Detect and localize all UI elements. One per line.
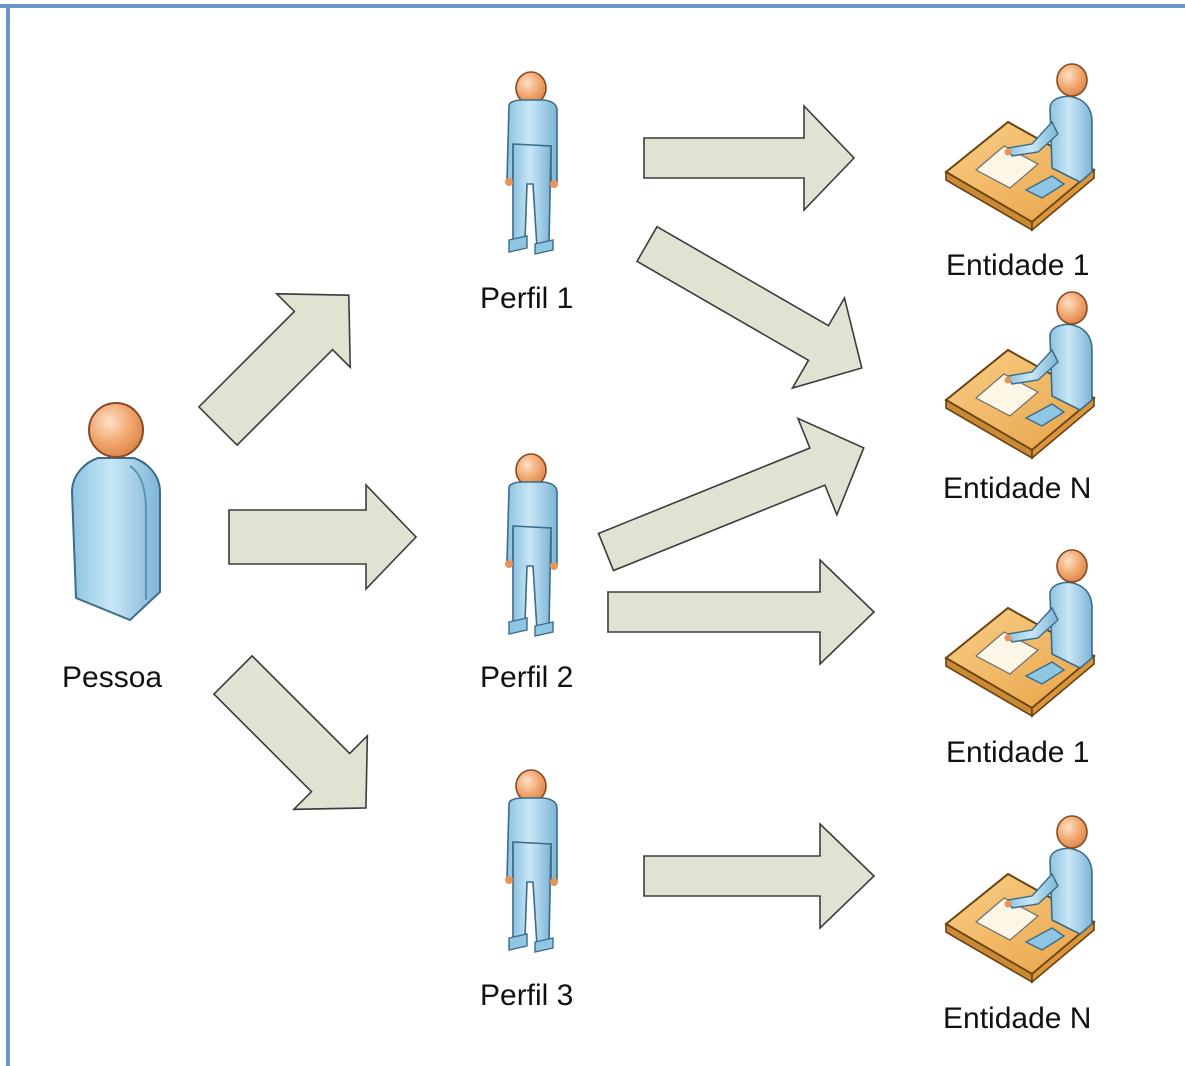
- arrow-pessoa-to-perfil-2: [228, 483, 418, 591]
- node-label-entidade-1: Entidade 1: [946, 249, 1090, 282]
- person-bust-icon: [71, 402, 161, 621]
- person-standing-icon: [504, 769, 559, 953]
- arrow-pessoa-to-perfil-3: [212, 654, 369, 811]
- arrow-perfil-3-to-entidade-n: [643, 822, 876, 930]
- person-standing-icon: [504, 71, 559, 255]
- node-label-perfil-1: Perfil 1: [480, 282, 574, 315]
- node-label-perfil-3: Perfil 3: [480, 979, 574, 1012]
- node-label-perfil-2: Perfil 2: [480, 661, 574, 694]
- person-at-desk-icon: [945, 815, 1095, 983]
- node-label-entidade-n: Entidade N: [943, 1002, 1092, 1035]
- arrow-perfil-1-to-entidade-n: [635, 225, 863, 390]
- arrow-perfil-1-to-entidade-1: [643, 104, 856, 212]
- node-label-pessoa: Pessoa: [62, 661, 163, 694]
- arrow-pessoa-to-perfil-1: [197, 292, 352, 447]
- node-label-entidade-1: Entidade 1: [946, 736, 1090, 769]
- person-at-desk-icon: [945, 63, 1095, 232]
- node-label-entidade-n: Entidade N: [943, 472, 1092, 505]
- arrow-perfil-2-to-entidade-1: [607, 558, 876, 666]
- person-at-desk-icon: [945, 291, 1095, 459]
- person-at-desk-icon: [945, 549, 1095, 717]
- arrow-perfil-2-to-entidade-n: [597, 416, 865, 572]
- person-standing-icon: [504, 453, 559, 637]
